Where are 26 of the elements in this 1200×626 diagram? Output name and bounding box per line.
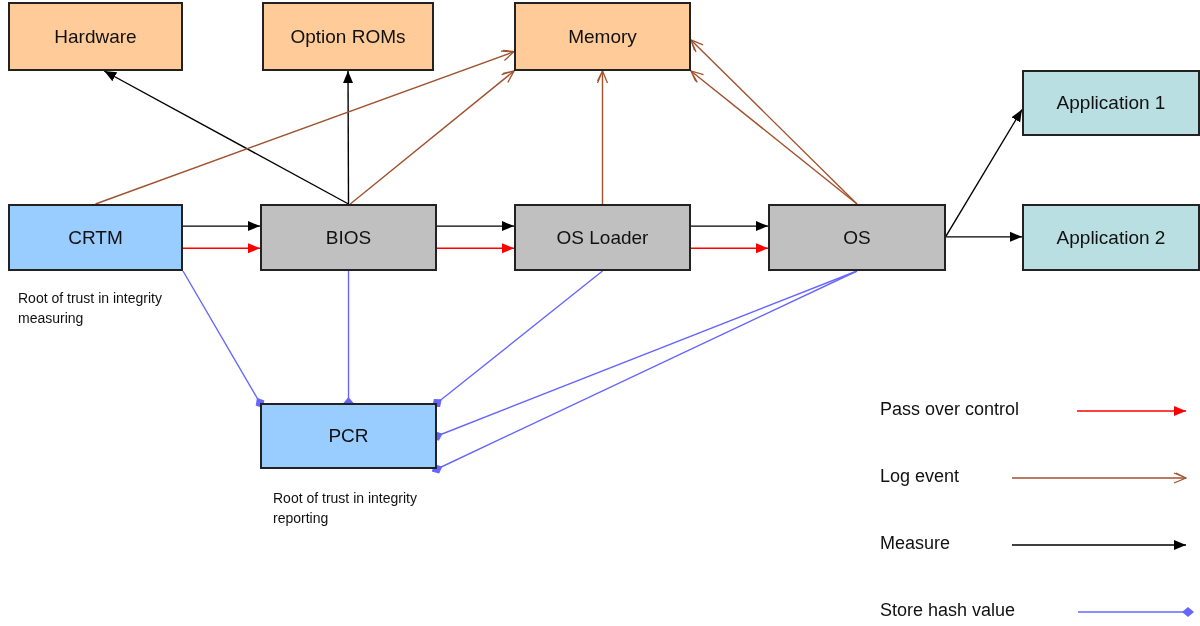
connector-arrow: [945, 108, 1023, 237]
hardware-box: Hardware: [8, 2, 183, 71]
connector-arrow: [436, 243, 515, 254]
legend-label: Store hash value: [880, 600, 1016, 621]
application-box: Application 2: [1022, 204, 1200, 271]
option-roms-box: Option ROMs: [262, 2, 434, 71]
connector-arrow: [436, 221, 515, 232]
node-caption: Root of trust in integrity measuring: [18, 289, 163, 328]
connector-arrow: [690, 221, 769, 232]
connector-arrow: [690, 243, 769, 254]
connector-arrow: [182, 243, 261, 254]
connector-arrow: [103, 70, 350, 205]
legend-label: Log event: [880, 466, 960, 487]
os-loader-box: OS Loader: [514, 204, 691, 271]
connector-arrow: [945, 231, 1023, 242]
bios-box: BIOS: [260, 204, 437, 271]
connector-arrow: [182, 221, 261, 232]
crtm-box: CRTM: [8, 204, 183, 271]
connector-arrow: [343, 70, 354, 205]
memory-box: Memory: [514, 2, 691, 71]
legend-label: Measure: [880, 533, 951, 554]
legend-label: Pass over control: [880, 399, 1020, 420]
node-caption: Root of trust in integrity reporting: [273, 489, 418, 528]
os-box: OS: [768, 204, 946, 271]
pcr-box: PCR: [260, 403, 437, 469]
application-box: Application 1: [1022, 70, 1200, 136]
